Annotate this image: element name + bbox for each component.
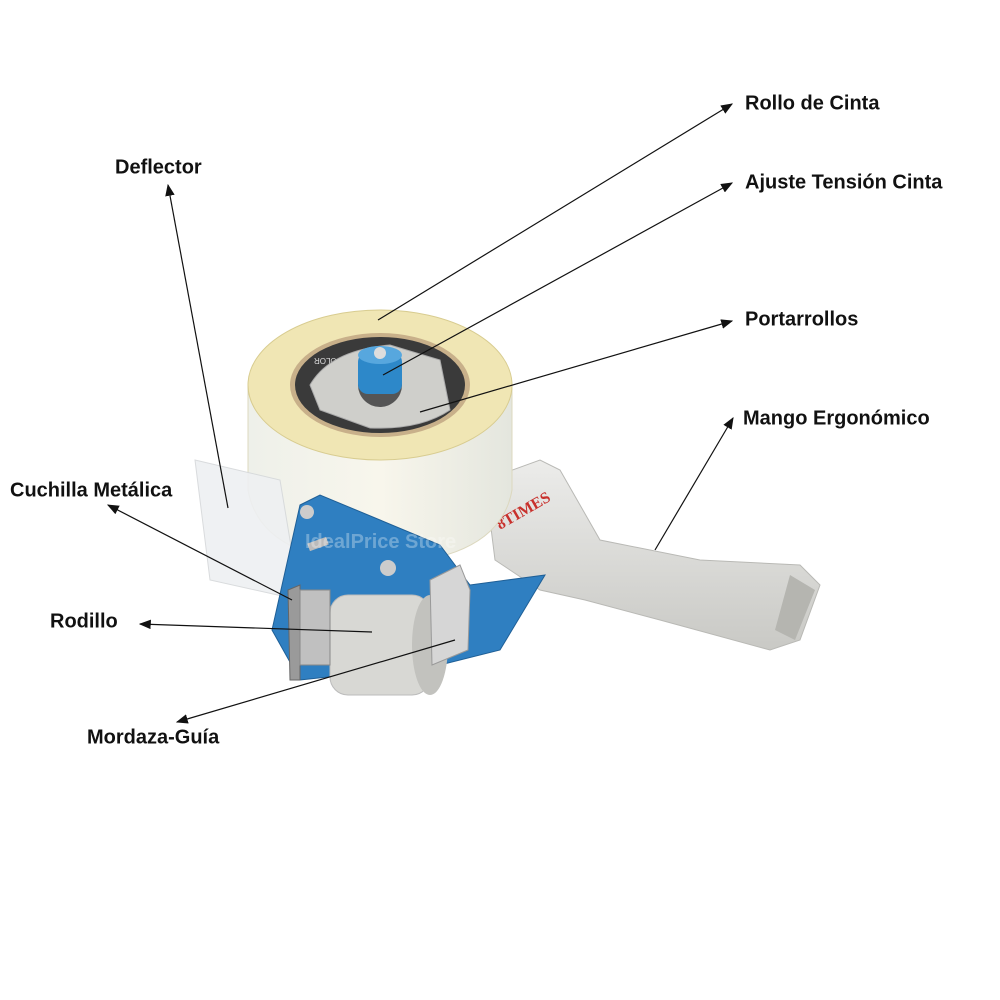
label-cuchilla: Cuchilla Metálica <box>10 479 173 502</box>
arrow-deflector <box>165 183 229 509</box>
watermark: IdealPrice Store <box>305 531 456 553</box>
label-rollo-de-cinta: Rollo de Cinta <box>745 92 880 115</box>
arrow-ajuste <box>382 182 734 376</box>
arrow-mango <box>654 416 734 551</box>
arrow-portarrollos <box>419 319 734 413</box>
arrow-rodillo <box>138 619 373 633</box>
label-ajuste-tension: Ajuste Tensión Cinta <box>745 171 943 194</box>
leader-lines <box>106 103 734 724</box>
handle: 8TIMES <box>484 459 821 651</box>
guide-jaw <box>429 564 471 666</box>
label-mordaza: Mordaza-Guía <box>87 726 220 749</box>
arrow-rollo <box>377 103 734 321</box>
arrow-cuchilla <box>106 504 293 601</box>
metal-blade <box>287 584 301 681</box>
label-rodillo: Rodillo <box>50 610 118 633</box>
label-mango: Mango Ergonómico <box>743 407 930 430</box>
label-portarrollos: Portarrollos <box>745 308 859 331</box>
label-deflector: Deflector <box>115 156 202 179</box>
tape-roll: SUPERCOLOR <box>247 309 513 566</box>
arrow-mordaza <box>175 639 456 724</box>
